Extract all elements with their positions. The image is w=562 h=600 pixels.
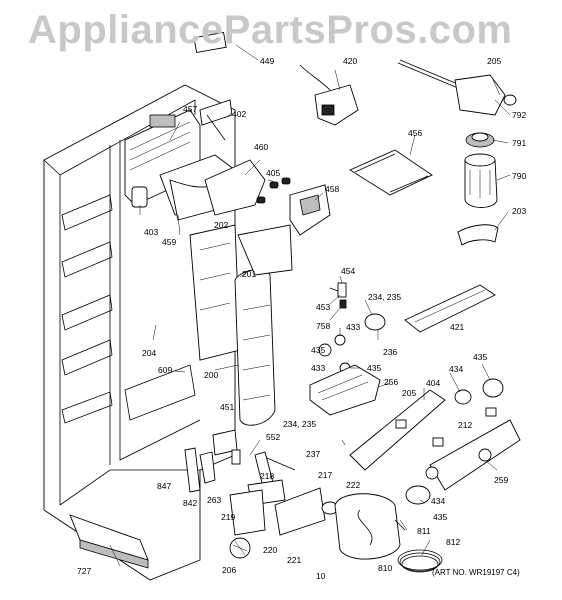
- callout-220: 220: [263, 545, 278, 555]
- callout-434-upper: 434: [449, 364, 464, 374]
- callout-256: 256: [384, 377, 399, 387]
- callout-842: 842: [183, 498, 198, 508]
- callout-453: 453: [316, 302, 331, 312]
- callout-234-235-lower: 234, 235: [283, 419, 317, 429]
- callout-758: 758: [316, 321, 331, 331]
- callout-421: 421: [450, 322, 465, 332]
- callout-202: 202: [214, 220, 229, 230]
- dispenser-tray-illustration: [309, 364, 521, 505]
- callout-433-lower: 433: [311, 363, 326, 373]
- callout-458: 458: [325, 184, 340, 194]
- callout-454: 454: [341, 266, 356, 276]
- art-number: (ART NO. WR19197 C4): [432, 568, 520, 577]
- callout-206: 206: [222, 565, 237, 575]
- callout-791: 791: [512, 138, 527, 148]
- callout-456: 456: [408, 128, 423, 138]
- callout-259: 259: [494, 475, 509, 485]
- callout-435-right: 435: [473, 352, 488, 362]
- callout-792: 792: [512, 110, 527, 120]
- callout-811: 811: [417, 526, 431, 536]
- callout-459: 459: [162, 237, 177, 247]
- shelf-frame-illustration: [349, 149, 433, 196]
- callout-457: 457: [183, 104, 198, 114]
- callout-434-lower: 434: [431, 496, 446, 506]
- callout-449: 449: [260, 56, 275, 66]
- callout-810: 810: [378, 563, 393, 573]
- lower-dispenser-parts-illustration: [229, 487, 339, 559]
- water-valve-and-filter-illustration: [299, 59, 517, 246]
- callout-609: 609: [158, 365, 173, 375]
- callout-222: 222: [346, 480, 361, 490]
- dispenser-parts-illustration: [131, 31, 331, 236]
- callout-203: 203: [512, 206, 527, 216]
- callout-847: 847: [157, 481, 172, 491]
- callout-812: 812: [446, 537, 461, 547]
- callout-435-left: 435: [311, 345, 326, 355]
- callout-217: 217: [318, 470, 333, 480]
- callout-460: 460: [254, 142, 269, 152]
- callout-435-mid: 435: [367, 363, 382, 373]
- callout-405: 405: [266, 168, 281, 178]
- callout-404: 404: [426, 378, 441, 388]
- site-watermark: AppliancePartsPros.com: [28, 8, 513, 52]
- callout-727: 727: [77, 566, 92, 576]
- callout-234-235-upper: 234, 235: [368, 292, 402, 302]
- callout-204: 204: [142, 348, 157, 358]
- callout-237: 237: [306, 449, 321, 459]
- callout-552: 552: [266, 432, 281, 442]
- callout-221: 221: [287, 555, 302, 565]
- callout-10: 10: [316, 571, 326, 581]
- callout-420: 420: [343, 56, 358, 66]
- callout-218: 218: [260, 471, 275, 481]
- callout-435-bottom: 435: [433, 512, 448, 522]
- callout-263: 263: [207, 495, 222, 505]
- callout-790: 790: [512, 171, 527, 181]
- water-tubing-illustration: [334, 493, 443, 573]
- hinge-parts-illustration: [184, 429, 296, 506]
- callout-219: 219: [221, 512, 236, 522]
- dispenser-bracket-illustration: [404, 284, 496, 333]
- callout-200: 200: [204, 370, 219, 380]
- callout-leader-lines: [109, 44, 511, 567]
- callout-212: 212: [458, 420, 473, 430]
- callout-236: 236: [383, 347, 398, 357]
- callout-433-upper: 433: [346, 322, 361, 332]
- callout-402: 402: [232, 109, 247, 119]
- callout-201: 201: [242, 269, 257, 279]
- callout-205-lower: 205: [402, 388, 417, 398]
- air-duct-illustration: [189, 224, 293, 426]
- callout-205: 205: [487, 56, 502, 66]
- callout-403: 403: [144, 227, 159, 237]
- callout-451: 451: [220, 402, 235, 412]
